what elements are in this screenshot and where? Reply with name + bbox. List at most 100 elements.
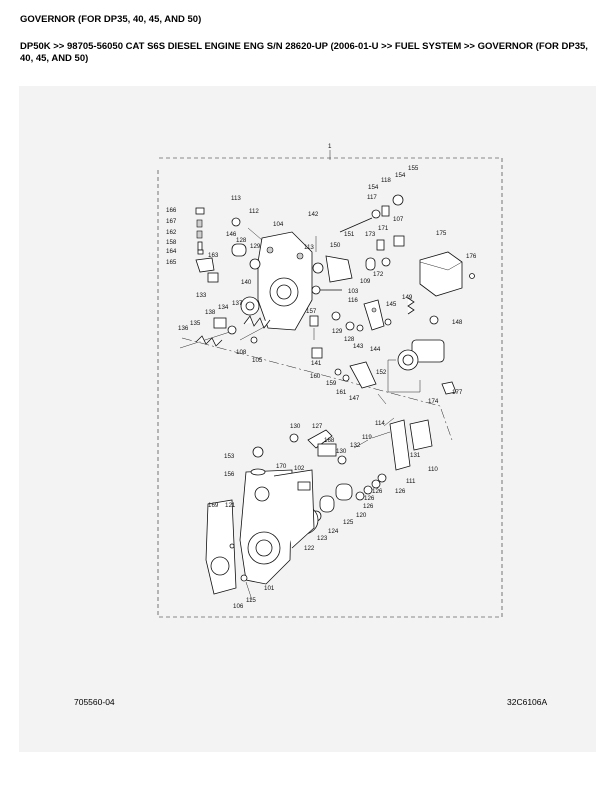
part-131 bbox=[409, 419, 433, 451]
solenoid-175 bbox=[419, 251, 463, 297]
part-118 bbox=[381, 205, 390, 217]
part-158 bbox=[197, 241, 203, 251]
part-167 bbox=[196, 219, 203, 228]
part-label-177: 177 bbox=[452, 389, 463, 396]
part-113b bbox=[312, 262, 324, 274]
part-label-135: 135 bbox=[190, 320, 201, 327]
part-label-125: 125 bbox=[343, 519, 354, 526]
part-126c bbox=[363, 485, 373, 495]
part-127 bbox=[307, 429, 333, 449]
part-label-145: 145 bbox=[386, 301, 397, 308]
part-105 bbox=[250, 336, 258, 344]
part-165 bbox=[195, 257, 215, 273]
part-152 bbox=[377, 393, 387, 405]
part-label-137: 137 bbox=[232, 300, 243, 307]
part-label-150: 150 bbox=[330, 242, 341, 249]
part-130 bbox=[289, 433, 299, 443]
part-label-126: 126 bbox=[363, 503, 374, 510]
part-label-162: 162 bbox=[166, 229, 177, 236]
part-label-158: 158 bbox=[166, 239, 177, 246]
part-label-112: 112 bbox=[249, 208, 259, 215]
part-label-172: 172 bbox=[373, 271, 384, 278]
part-label-126: 126 bbox=[364, 495, 375, 502]
part-171 bbox=[376, 239, 385, 251]
part-label-173: 173 bbox=[365, 231, 376, 238]
part-159 bbox=[334, 368, 342, 376]
part-113 bbox=[231, 217, 241, 227]
part-label-164: 164 bbox=[166, 248, 177, 255]
part-label-163: 163 bbox=[208, 252, 219, 259]
part-126d bbox=[355, 491, 365, 501]
part-label-110: 110 bbox=[428, 466, 438, 473]
part-label-118: 118 bbox=[381, 177, 391, 184]
part-106 bbox=[240, 574, 248, 582]
lever-144 bbox=[363, 299, 385, 331]
part-label-120: 120 bbox=[356, 512, 367, 519]
part-label-155: 155 bbox=[408, 165, 419, 172]
part-128b bbox=[345, 321, 355, 331]
part-173 bbox=[365, 257, 376, 271]
part-155 bbox=[392, 194, 404, 206]
part-163 bbox=[207, 272, 219, 283]
part-label-113: 113 bbox=[304, 244, 314, 251]
part-108 bbox=[239, 325, 267, 341]
part-label-147: 147 bbox=[349, 395, 360, 402]
part-label-151: 151 bbox=[344, 231, 355, 238]
part-114 bbox=[383, 417, 395, 427]
part-126a bbox=[377, 473, 387, 483]
part-label-109: 109 bbox=[360, 278, 371, 285]
part-177 bbox=[441, 381, 457, 395]
part-label-169: 169 bbox=[208, 502, 219, 509]
reference-code-right: 32C6106A bbox=[507, 697, 548, 707]
part-label-114: 114 bbox=[375, 420, 385, 427]
part-label-140: 140 bbox=[241, 279, 252, 286]
assembly-frame bbox=[156, 157, 503, 618]
part-label-104: 104 bbox=[273, 221, 284, 228]
part-number-labels: 1661671621581641651131121041461281291631… bbox=[166, 143, 477, 610]
part-label-124: 124 bbox=[328, 528, 339, 535]
part-label-154: 154 bbox=[368, 184, 379, 191]
part-label-168: 168 bbox=[324, 437, 335, 444]
part-label-129: 129 bbox=[250, 243, 261, 250]
part-129b bbox=[331, 311, 341, 321]
part-150 bbox=[325, 255, 353, 283]
part-168 bbox=[317, 443, 337, 457]
part-label-141: 141 bbox=[311, 360, 322, 367]
part-label-132: 132 bbox=[350, 442, 361, 449]
part-label-167: 167 bbox=[166, 218, 177, 225]
part-label-116: 116 bbox=[348, 297, 358, 304]
part-label-102: 102 bbox=[294, 465, 305, 472]
part-129 bbox=[249, 258, 261, 270]
part-125 bbox=[319, 495, 335, 513]
part-label-128: 128 bbox=[236, 237, 247, 244]
part-label-170: 170 bbox=[276, 463, 287, 470]
part-label-136: 136 bbox=[178, 325, 189, 332]
lever-110 bbox=[389, 419, 411, 471]
part-132 bbox=[353, 439, 369, 449]
part-label-175: 175 bbox=[436, 230, 447, 237]
reference-code-left: 705560-04 bbox=[74, 697, 115, 707]
part-147 bbox=[349, 361, 377, 389]
part-107 bbox=[393, 235, 405, 247]
part-label-154: 154 bbox=[395, 172, 406, 179]
part-label-165: 165 bbox=[166, 259, 177, 266]
part-115 bbox=[245, 581, 253, 601]
part-161 bbox=[342, 374, 350, 382]
part-121 bbox=[229, 543, 235, 549]
part-157 bbox=[309, 315, 319, 327]
part-label-121: 121 bbox=[225, 502, 236, 509]
part-138 bbox=[227, 325, 237, 335]
part-label-130: 130 bbox=[290, 423, 301, 430]
part-label-153: 153 bbox=[224, 453, 235, 460]
part-126b bbox=[371, 479, 381, 489]
part-102 bbox=[297, 481, 311, 491]
part-128 bbox=[231, 243, 247, 257]
part-label-138: 138 bbox=[205, 309, 216, 316]
part-166 bbox=[195, 207, 205, 215]
part-label-111: 111 bbox=[406, 478, 416, 485]
part-label-176: 176 bbox=[466, 253, 477, 260]
part-label-130: 130 bbox=[336, 448, 347, 455]
part-164 bbox=[197, 249, 204, 255]
part-label-143: 143 bbox=[353, 343, 364, 350]
part-148 bbox=[429, 315, 439, 325]
